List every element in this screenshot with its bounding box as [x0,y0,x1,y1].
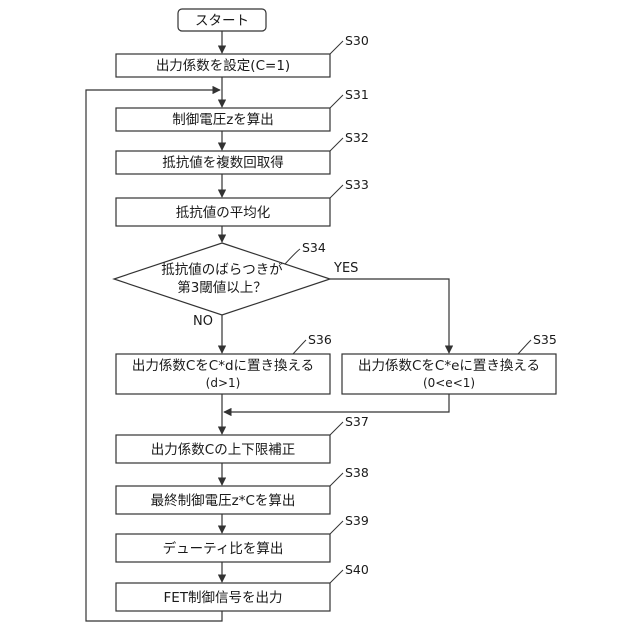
step-s39-number: S39 [345,513,369,528]
step-s38-number: S38 [345,465,369,480]
branch-no-label: NO [193,314,213,329]
step-s35-label: 出力係数CをC*eに置き換える [358,358,540,374]
step-s30-number: S30 [345,33,369,48]
decision-s34-number: S34 [302,240,326,255]
step-s40-leader [330,570,343,583]
step-s37-label: 出力係数Cの上下限補正 [151,442,295,458]
step-s32-label: 抵抗値を複数回取得 [162,154,284,171]
step-s32-leader [330,138,343,151]
step-s31-number: S31 [345,87,369,102]
step-s33-leader [330,185,343,198]
decision-s34-diamond [114,243,330,315]
arrow-s35-merge [224,394,449,412]
step-s36-sub: (d>1) [206,376,241,390]
step-s35-number: S35 [533,332,557,347]
step-s37-leader [330,422,343,435]
decision-s34-line2: 第3閾値以上？ [177,279,267,296]
decision-s34-line1: 抵抗値のばらつきが [161,262,283,278]
branch-yes-label: YES [333,261,358,276]
step-s36-label: 出力係数CをC*dに置き換える [132,358,314,374]
step-s30-leader [330,41,343,54]
step-s33-number: S33 [345,177,369,192]
step-s38-leader [330,473,343,486]
step-s36-number: S36 [308,332,332,347]
step-s37-number: S37 [345,414,369,429]
step-s35-sub: (0<e<1) [423,376,475,390]
step-s33-label: 抵抗値の平均化 [176,205,271,221]
step-s36-leader [293,340,306,354]
step-s40-number: S40 [345,562,369,577]
step-s39-leader [330,521,343,534]
step-s40-label: FET制御信号を出力 [163,590,282,606]
arrow-s34-yes [330,279,449,353]
step-s38-label: 最終制御電圧z*Cを算出 [151,493,296,509]
step-s31-leader [330,95,343,108]
step-s32-number: S32 [345,130,369,145]
decision-s34-leader [285,249,300,264]
start-label: スタート [195,13,249,29]
step-s30-label: 出力係数を設定(C=1) [156,58,290,74]
step-s31-label: 制御電圧zを算出 [172,112,274,128]
step-s35-leader [518,340,531,354]
step-s39-label: デューティ比を算出 [163,540,284,557]
